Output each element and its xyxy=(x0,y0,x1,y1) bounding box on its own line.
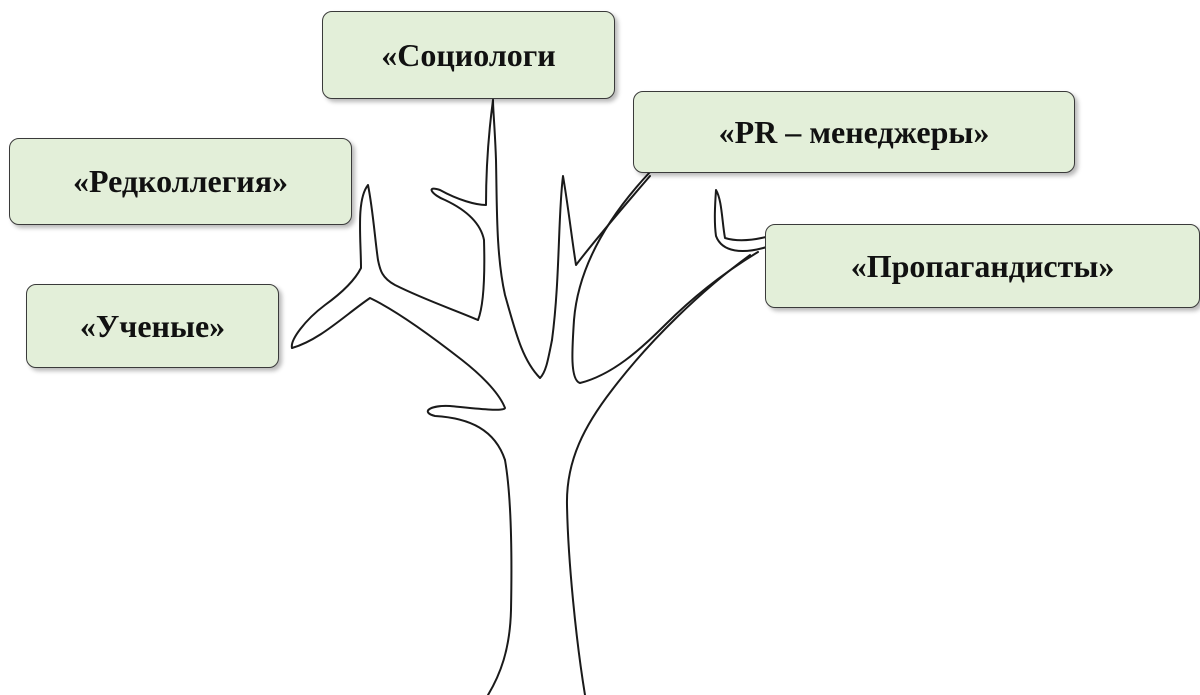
label-box-scientists: «Ученые» xyxy=(26,284,279,368)
tree-trunk-left-edge xyxy=(487,459,513,695)
label-box-pr-managers: «PR – менеджеры» xyxy=(633,91,1075,173)
tree-inner-left-contour xyxy=(290,184,479,349)
tree-inner-right-contour xyxy=(571,171,759,384)
label-editorial-board-text: «Редколлегия» xyxy=(72,163,289,199)
label-scientists-text: «Ученые» xyxy=(79,307,226,344)
tree-branch-propagandists xyxy=(713,189,771,252)
label-box-propagandists: «Пропагандисты» xyxy=(765,224,1200,308)
label-propagandists-text: «Пропагандисты» xyxy=(850,247,1115,284)
tree-branch-scientists xyxy=(291,297,506,461)
tree-branch-pr xyxy=(551,175,651,341)
tree-center-fork xyxy=(492,99,553,379)
label-sociologists-text: «Социологи xyxy=(381,36,556,73)
label-box-sociologists: «Социологи xyxy=(322,11,615,99)
tree-branch-sociologists xyxy=(430,99,494,321)
label-pr-managers-text: «PR – менеджеры» xyxy=(718,113,990,150)
label-box-editorial-board: «Редколлегия» xyxy=(9,138,352,225)
tree-trunk-right-edge xyxy=(565,254,751,695)
